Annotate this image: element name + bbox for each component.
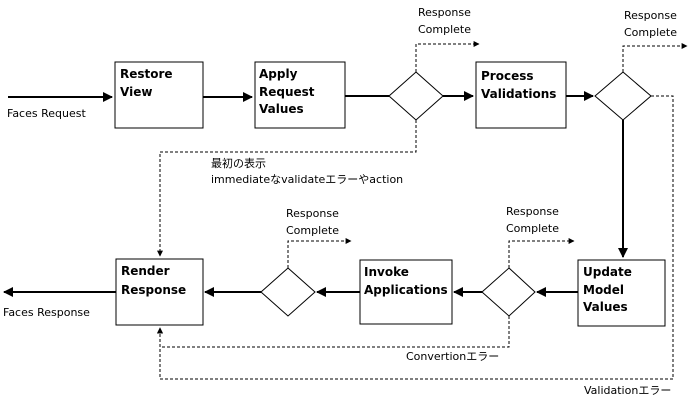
response-complete-3-line2: Complete <box>506 222 559 235</box>
response-complete-1-line1: Response <box>418 6 471 19</box>
render-response-label-2: Response <box>121 283 186 297</box>
response-complete-4-line2: Complete <box>286 224 339 237</box>
response-complete-exit-1 <box>415 41 480 72</box>
response-complete-1-line2: Complete <box>418 23 471 36</box>
decision-diamond-2 <box>594 71 652 121</box>
decision-diamond-3 <box>481 267 536 317</box>
process-validations-label-2: Validations <box>481 87 556 101</box>
response-complete-exit-3 <box>508 238 575 268</box>
restore-view-label-1: Restore <box>120 67 173 81</box>
immediate-note-label: immediateなvalidateエラーやaction <box>211 173 403 186</box>
response-complete-exit-4 <box>287 238 352 268</box>
conversion-error-path <box>157 316 510 348</box>
validation-error-path <box>157 95 674 380</box>
render-response-box: Render Response <box>115 258 204 326</box>
initial-display-label: 最初の表示 <box>211 156 266 170</box>
restore-view-box: Restore View <box>114 61 204 129</box>
apply-request-values-label-2: Request <box>259 85 315 99</box>
invoke-applications-box: Invoke Applications <box>359 259 453 325</box>
invoke-applications-label-1: Invoke <box>364 265 409 279</box>
process-validations-box: Process Validations <box>475 61 567 129</box>
apply-request-values-box: Apply Request Values <box>254 61 346 129</box>
process-validations-label-1: Process <box>481 69 534 83</box>
conversion-error-label: Convertionエラー <box>406 350 499 363</box>
restore-view-label-2: View <box>120 85 152 99</box>
update-model-values-box: Update Model Values <box>577 259 666 327</box>
render-response-label-1: Render <box>121 264 170 278</box>
faces-request-label: Faces Request <box>7 107 86 120</box>
response-complete-exit-2 <box>622 43 688 72</box>
response-complete-2-line1: Response <box>624 9 677 22</box>
decision-diamond-4 <box>260 267 316 317</box>
update-model-values-label-1: Update <box>583 265 632 279</box>
initial-display-path <box>157 120 417 257</box>
validation-error-label: Validationエラー <box>584 384 671 397</box>
decision-diamond-1 <box>388 71 444 121</box>
apply-request-values-label-3: Values <box>259 102 304 116</box>
apply-request-values-label-1: Apply <box>259 67 298 81</box>
invoke-applications-label-2: Applications <box>364 283 448 297</box>
response-complete-2-line2: Complete <box>624 26 677 39</box>
response-complete-3-line1: Response <box>506 205 559 218</box>
update-model-values-label-2: Model <box>583 283 624 297</box>
update-model-values-label-3: Values <box>583 300 628 314</box>
response-complete-4-line1: Response <box>286 207 339 220</box>
faces-response-label: Faces Response <box>3 306 90 319</box>
